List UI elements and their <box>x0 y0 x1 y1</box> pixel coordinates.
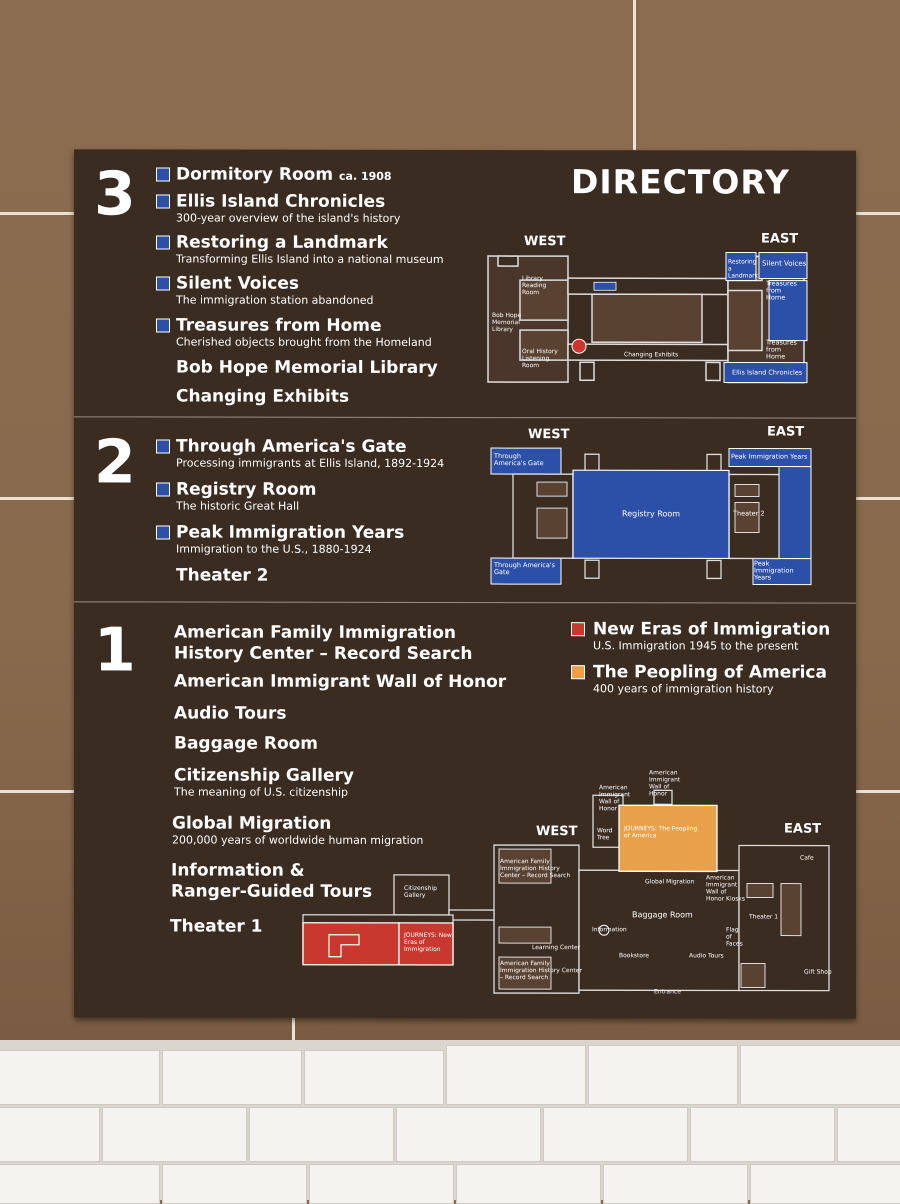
legend-square-red <box>571 622 585 637</box>
floor3-item-changing: Changing Exhibits <box>176 386 350 407</box>
floor3-legend-square <box>156 318 170 333</box>
floor-divider <box>74 416 856 419</box>
map3-label: Restoring a Landmark <box>728 258 759 280</box>
floor-number-2: 2 <box>94 427 136 498</box>
floor1-item-wall-of-honor: American Immigrant Wall of Honor <box>174 671 507 693</box>
map1-kiosks: American Immigrant Wall of Honor Kiosks <box>706 874 746 903</box>
map1-citizenship: Citizenship Gallery <box>404 884 437 899</box>
floor3-legend-square <box>156 276 170 291</box>
map3-label: Treasures from Home <box>766 279 797 302</box>
map2-label: Registry Room <box>622 509 681 519</box>
map2-label: Through America's Gate <box>494 561 556 577</box>
map3-label: Library Reading Room <box>522 275 547 297</box>
floor3-legend-square <box>156 235 170 250</box>
floor3-map <box>487 251 808 384</box>
floor1-map <box>302 789 830 994</box>
floor1-item-audio-tours: Audio Tours <box>174 703 287 724</box>
map1-journeys-orange: JOURNEYS: The Peopling of America <box>624 825 698 840</box>
tiled-floor <box>0 1040 900 1204</box>
wall-grout <box>292 1018 295 1040</box>
map1-word-tree: Word Tree <box>597 827 613 842</box>
map2-label: Peak Immigration Years <box>754 559 794 582</box>
floor3-item-library: Bob Hope Memorial Library <box>176 357 438 378</box>
map1-gift: Gift Shop <box>804 968 832 976</box>
map1-cafe: Cafe <box>800 854 814 862</box>
wall-grout <box>633 0 636 150</box>
floor-number-1: 1 <box>94 615 136 686</box>
map1-entrance: Entrance <box>654 988 681 996</box>
map1-flag: Flag of Faces <box>726 926 743 948</box>
floor1-item-baggage: Baggage Room <box>174 733 319 754</box>
floor2-map-east-label: EAST <box>767 424 805 440</box>
legend-square-orange <box>571 665 585 680</box>
map1-journeys-red: JOURNEYS: New Eras of Immigration <box>404 931 452 953</box>
floor1-item-theater1: Theater 1 <box>170 916 263 937</box>
floor2-item-theater2: Theater 2 <box>176 565 269 586</box>
floor2-map-west-label: WEST <box>528 427 570 443</box>
floor3-map-east-label: EAST <box>761 231 799 247</box>
map3-label: Changing Exhibits <box>624 351 679 359</box>
map1-theater1: Theater 1 <box>749 913 779 921</box>
map3-label: Ellis Island Chronicles <box>732 368 803 377</box>
map2-label: Through America's Gate <box>494 452 544 468</box>
floor3-item-dormitory: Dormitory Room ca. 1908 <box>176 164 392 185</box>
floor3-legend-square <box>156 167 170 182</box>
map1-wall-of-honor-2: American Immigrant Wall of Honor <box>649 769 681 798</box>
floor2-legend-square <box>156 482 170 497</box>
floor3-map-west-label: WEST <box>524 234 566 250</box>
map1-afihc-bottom: American Family Immigration History Cent… <box>500 960 582 982</box>
map1-baggage: Baggage Room <box>632 910 693 920</box>
floor-divider <box>74 601 856 604</box>
map3-label: Treasures from Home <box>766 338 797 361</box>
floor1-item-afihc: American Family Immigration History Cent… <box>174 622 473 665</box>
floor-number-3: 3 <box>94 159 136 230</box>
directory-sign: DIRECTORY 3 Dormitory Room ca. 1908 Elli… <box>74 149 856 1019</box>
map1-learning: Learning Center <box>532 944 581 952</box>
map3-label: Oral History Listening Room <box>522 348 558 370</box>
directory-title: DIRECTORY <box>571 162 790 202</box>
floor2-legend-square <box>156 525 170 540</box>
map2-label: Peak Immigration Years <box>731 452 808 461</box>
map1-global: Global Migration <box>645 878 695 886</box>
map1-wall-of-honor-1: American Immigrant Wall of Honor <box>599 784 631 813</box>
floor2-legend-square <box>156 439 170 454</box>
floor2-map <box>490 447 812 586</box>
map1-audio: Audio Tours <box>689 952 724 960</box>
map3-label: Bob Hope Memorial Library <box>492 312 522 334</box>
map3-label: Silent Voices <box>762 259 807 268</box>
map2-label: Theater 2 <box>733 509 765 518</box>
map1-afihc-top: American Family Immigration History Cent… <box>500 858 571 880</box>
floor3-legend-square <box>156 194 170 209</box>
map1-information: Information <box>592 926 627 934</box>
map1-bookstore: Bookstore <box>619 952 650 960</box>
